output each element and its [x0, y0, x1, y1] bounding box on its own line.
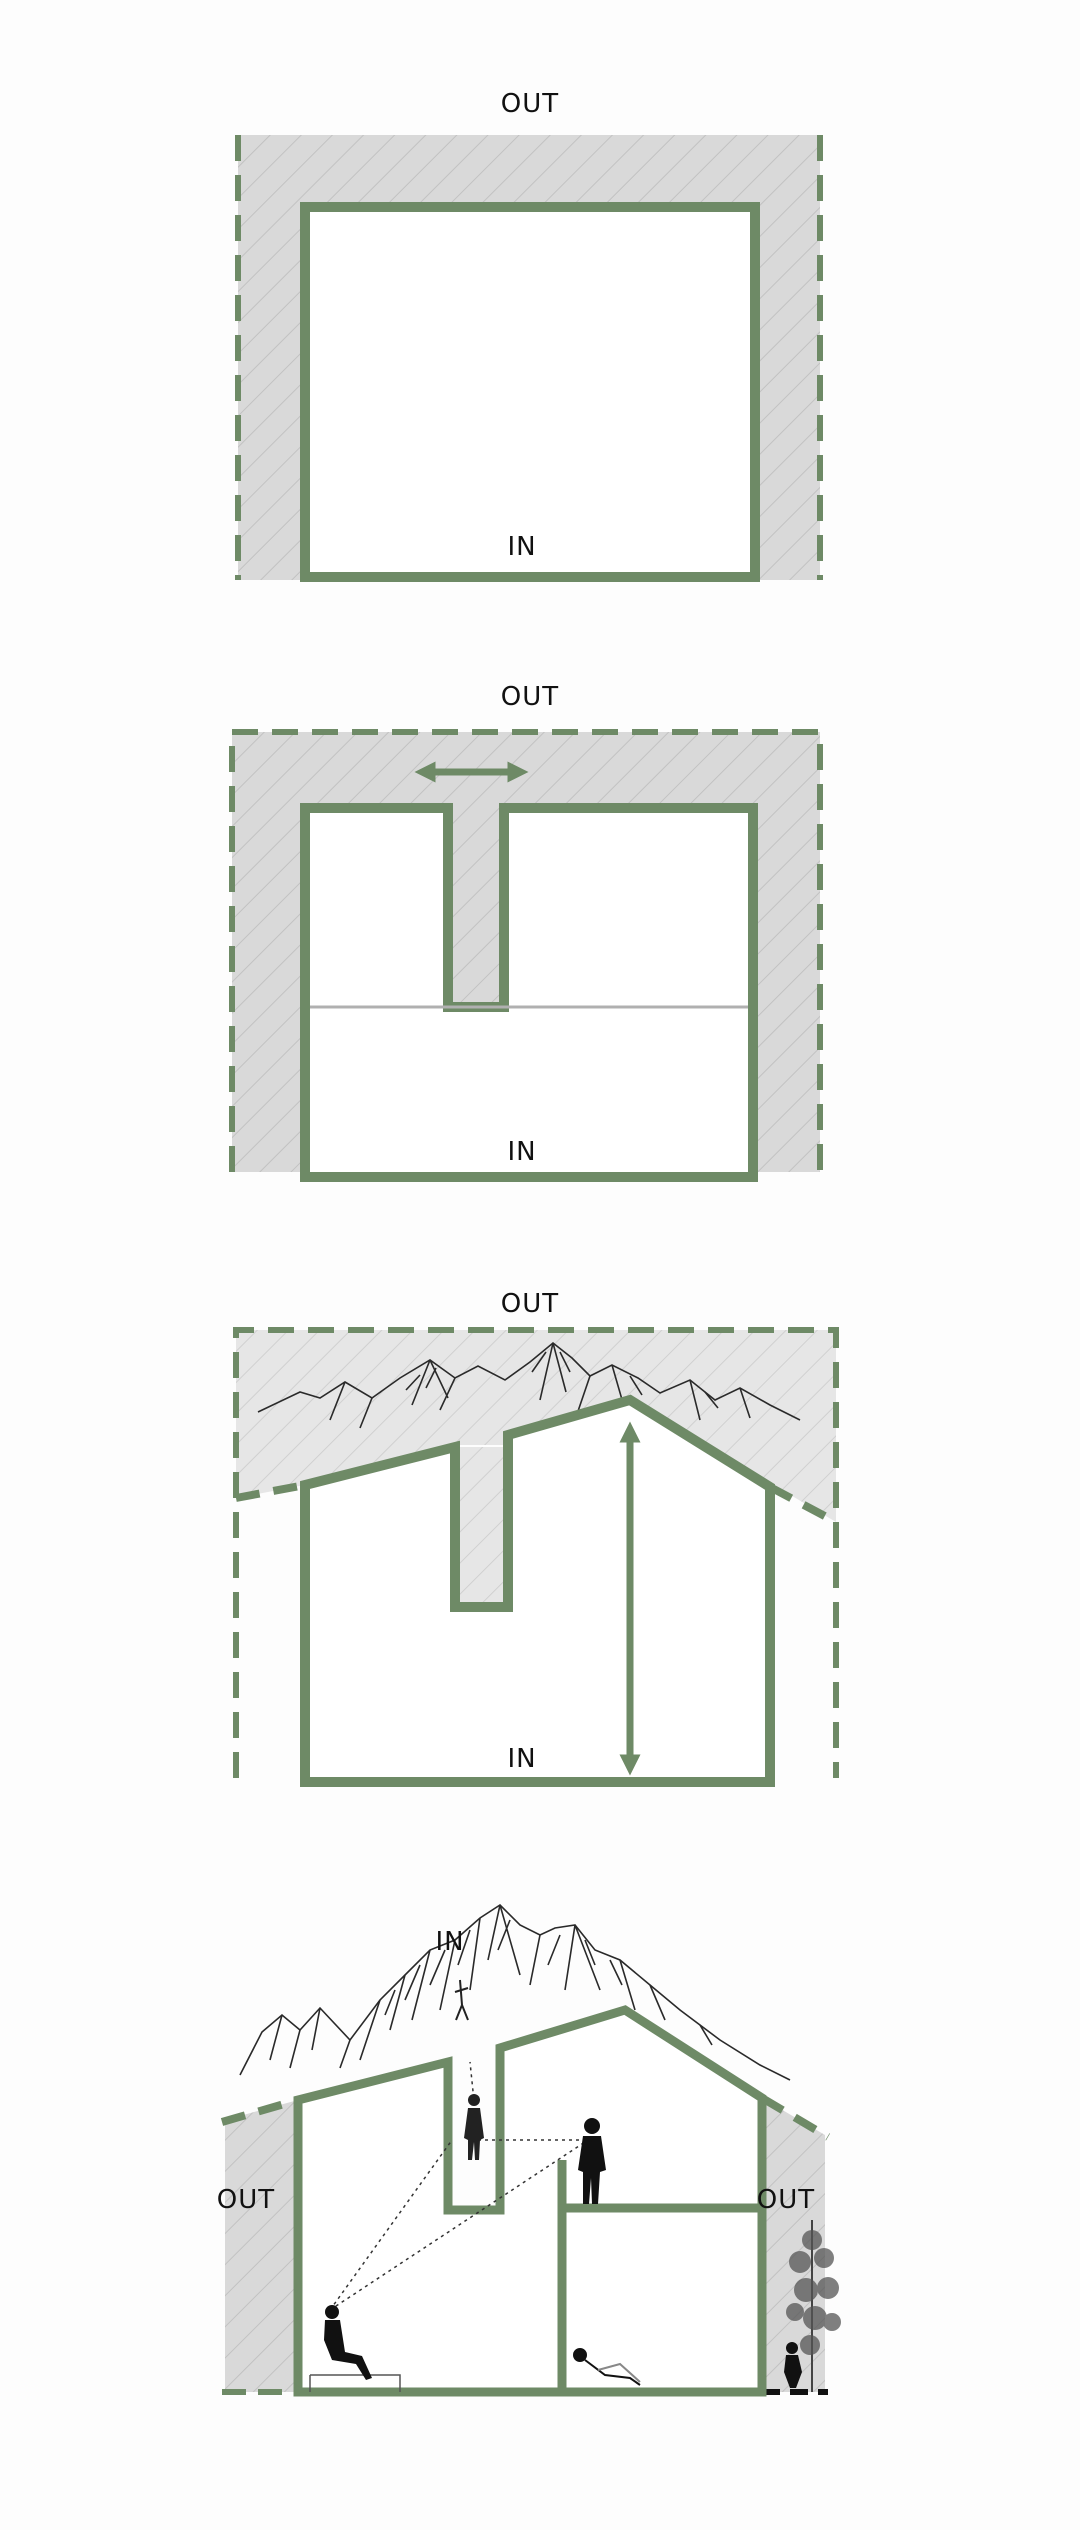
shaft-hatch — [460, 1447, 503, 1602]
panel-3: OUT IN — [233, 1289, 839, 1787]
out-label-right: OUT — [757, 2185, 815, 2215]
bench — [309, 2374, 401, 2392]
outside-boundary — [229, 729, 823, 1172]
in-label: IN — [435, 1927, 464, 1957]
roof-boundary-left — [220, 2096, 300, 2126]
panel-4: OUT OUT IN — [217, 1903, 841, 2397]
person-figure-icon — [324, 2305, 372, 2380]
mountain-sketch — [257, 1341, 801, 1429]
person-figure-icon — [573, 2348, 641, 2386]
out-label: OUT — [501, 89, 559, 119]
mountain-sketch — [239, 1903, 791, 2081]
in-label: IN — [507, 532, 536, 562]
person-figure-icon — [784, 2342, 802, 2388]
interior-room — [300, 202, 760, 582]
shaft-hatch — [453, 780, 499, 1002]
out-label: OUT — [501, 1289, 559, 1319]
interior-room-with-shaft — [300, 803, 758, 1182]
in-label: IN — [507, 1744, 536, 1774]
panel-2: OUT IN — [229, 682, 823, 1182]
house-section — [293, 2005, 767, 2397]
in-label: IN — [507, 1137, 536, 1167]
outside-boundary — [233, 1327, 839, 1778]
person-figure-icon — [578, 2118, 606, 2204]
person-figure-icon — [464, 2094, 484, 2160]
sight-lines — [329, 2061, 589, 2311]
outside-hatch-left — [225, 2100, 298, 2392]
roof-boundary-right — [759, 2094, 831, 2141]
roof-boundary-left — [235, 1481, 306, 1502]
out-label: OUT — [501, 682, 559, 712]
tree-icon — [786, 2220, 841, 2392]
out-label-left: OUT — [217, 2185, 275, 2215]
panel-1: OUT IN — [235, 89, 823, 582]
roof-boundary-right — [768, 1483, 838, 1526]
person-figure-icon — [454, 1979, 469, 2021]
